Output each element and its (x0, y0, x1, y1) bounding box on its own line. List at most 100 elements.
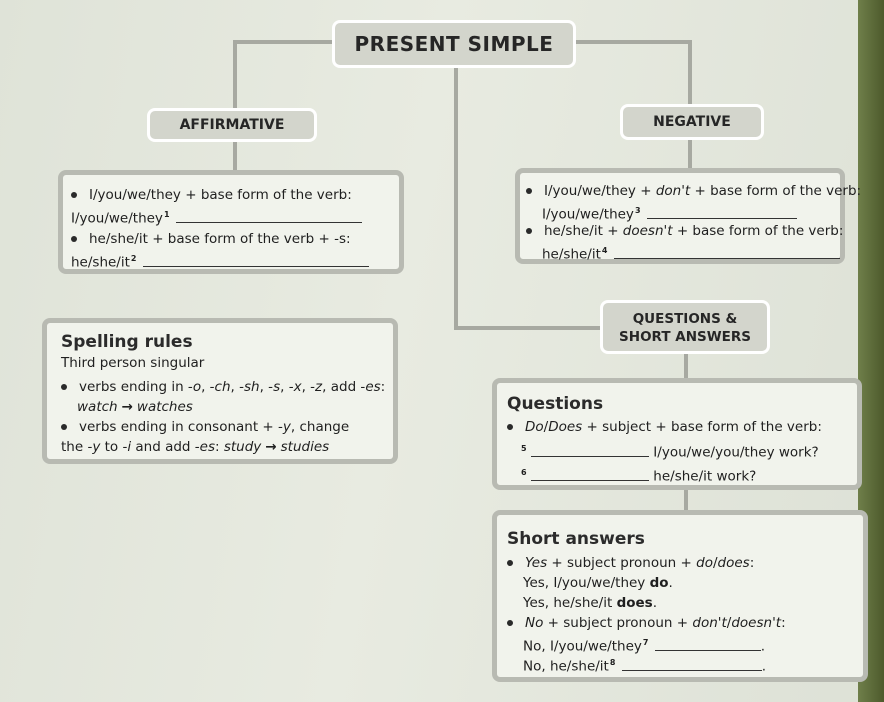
page-title: PRESENT SIMPLE (332, 20, 576, 68)
rule-text: , change (290, 419, 350, 435)
rule-text: : (215, 439, 224, 455)
rule-text: he/she/it + (544, 223, 623, 239)
connector-line (454, 326, 602, 330)
connector-line (688, 138, 692, 170)
negative-label: NEGATIVE (620, 104, 764, 140)
answer-text: . (760, 638, 766, 655)
rule-text: , - (230, 379, 244, 395)
answer-blank-5[interactable] (531, 443, 649, 457)
question-text: I/you/we/you/they work? (653, 444, 819, 461)
answer-blank-8[interactable] (621, 657, 762, 671)
rule-text: : (781, 615, 786, 631)
rule-text: + subject pronoun + (547, 555, 697, 571)
connector-line (684, 352, 688, 380)
question-exercise-5: 5 I/you/we/you/they work? (507, 439, 847, 461)
rule-suffix: y (282, 419, 291, 435)
affirmative-rule-2: he/she/it + base form of the verb + -s: (71, 229, 389, 249)
exercise-number: 1 (163, 210, 170, 219)
questions-heading: Questions (507, 394, 604, 414)
rule-text: , add - (322, 379, 366, 395)
rule-keyword: don't (692, 615, 727, 631)
affirmative-box: I/you/we/they + base form of the verb: I… (58, 170, 404, 274)
short-answer-exercise-7: No, I/you/we/they7 . (507, 633, 853, 655)
rule-text: and add - (131, 439, 200, 455)
negative-box: I/you/we/they + don't + base form of the… (515, 168, 861, 264)
qsa-label-line1: QUESTIONS & (632, 311, 738, 327)
answer-blank-3[interactable] (646, 205, 797, 219)
exercise-number: 4 (601, 246, 608, 255)
rule-keyword: doesn't (622, 223, 673, 239)
answer-text: . (761, 658, 767, 675)
rule-suffix: y (92, 439, 101, 455)
rule-text: the - (61, 439, 93, 455)
arrow-right-icon: → (265, 439, 277, 455)
rule-keyword: doesn't (731, 615, 782, 631)
rule-text: verbs ending in consonant + - (79, 419, 283, 435)
example-result: watches (136, 399, 193, 415)
answer-blank-2[interactable] (142, 253, 369, 267)
rule-keyword: Do (525, 419, 544, 435)
rule-suffix: o (192, 379, 202, 395)
affirmative-exercise-2: he/she/it2 (71, 249, 389, 271)
answer-blank-6[interactable] (531, 467, 649, 481)
spelling-rule-1: verbs ending in -o, -ch, -sh, -s, -x, -z… (61, 377, 385, 397)
spelling-heading: Spelling rules (61, 332, 193, 352)
exercise-number: 5 (521, 444, 527, 453)
answer-keyword: does (616, 595, 653, 611)
answer-blank-7[interactable] (654, 637, 761, 651)
questions-box: Questions Do/Does + subject + base form … (492, 378, 862, 490)
rule-text: / (543, 419, 549, 435)
rule-keyword: Does (548, 419, 583, 435)
rule-suffix: z (315, 379, 323, 395)
short-answers-yes-rule: Yes + subject pronoun + do/does: (507, 553, 853, 573)
connector-line (233, 40, 333, 44)
exercise-number: 7 (642, 638, 649, 647)
short-answers-heading: Short answers (507, 529, 645, 549)
rule-suffix: x (293, 379, 302, 395)
rule-text: + subject pronoun + (543, 615, 693, 631)
answer-text: No, he/she/it (523, 658, 609, 675)
question-text: he/she/it work? (653, 468, 757, 485)
exercise-number: 6 (521, 468, 527, 477)
short-answer-yes-1: Yes, I/you/we/they do. (507, 573, 853, 593)
negative-rule-2: he/she/it + doesn't + base form of the v… (526, 221, 843, 241)
answer-keyword: do (649, 575, 669, 591)
negative-exercise-3: I/you/we/they3 (526, 201, 834, 223)
negative-exercise-4: he/she/it4 (526, 241, 840, 263)
answer-text: Yes, I/you/we/they (523, 575, 650, 591)
answer-text: . (652, 595, 658, 611)
question-exercise-6: 6 he/she/it work? (507, 463, 847, 485)
affirmative-rule-1: I/you/we/they + base form of the verb: (71, 185, 389, 205)
exercise-number: 2 (130, 254, 137, 263)
answer-text: Yes, he/she/it (523, 595, 617, 611)
connector-line (684, 488, 688, 512)
connector-line (574, 40, 692, 44)
rule-text: : (749, 555, 755, 571)
connector-line (233, 40, 237, 110)
spelling-rule-2-continued: the -y to -i and add -es: study→studies (61, 437, 383, 457)
arrow-right-icon: → (121, 399, 133, 415)
answer-blank-4[interactable] (613, 245, 840, 259)
answer-blank-1[interactable] (175, 209, 362, 223)
exercise-prefix: he/she/it (71, 254, 130, 271)
short-answer-exercise-8: No, he/she/it8 . (507, 653, 853, 675)
negative-rule-1: I/you/we/they + don't + base form of the… (526, 181, 861, 201)
rule-suffix: es (365, 379, 381, 395)
rule-keyword: Yes (525, 555, 548, 571)
exercise-number: 3 (634, 206, 641, 215)
short-answers-box: Short answers Yes + subject pronoun + do… (492, 510, 868, 682)
rule-text: , - (280, 379, 294, 395)
answer-text: No, I/you/we/they (523, 638, 642, 655)
spelling-rule-2: verbs ending in consonant + -y, change (61, 417, 383, 437)
exercise-prefix: I/you/we/they (71, 210, 163, 227)
connector-line (454, 64, 458, 330)
rule-keyword: don't (655, 183, 691, 199)
short-answers-no-rule: No + subject pronoun + don't/doesn't: (507, 613, 853, 633)
rule-text: , - (201, 379, 215, 395)
rule-keyword: does (717, 555, 750, 571)
rule-keyword: do (696, 555, 713, 571)
spelling-example-1: watch→watches (61, 397, 383, 417)
exercise-prefix: I/you/we/they (542, 206, 634, 223)
rule-text: , - (259, 379, 274, 395)
rule-suffix: i (127, 439, 132, 455)
